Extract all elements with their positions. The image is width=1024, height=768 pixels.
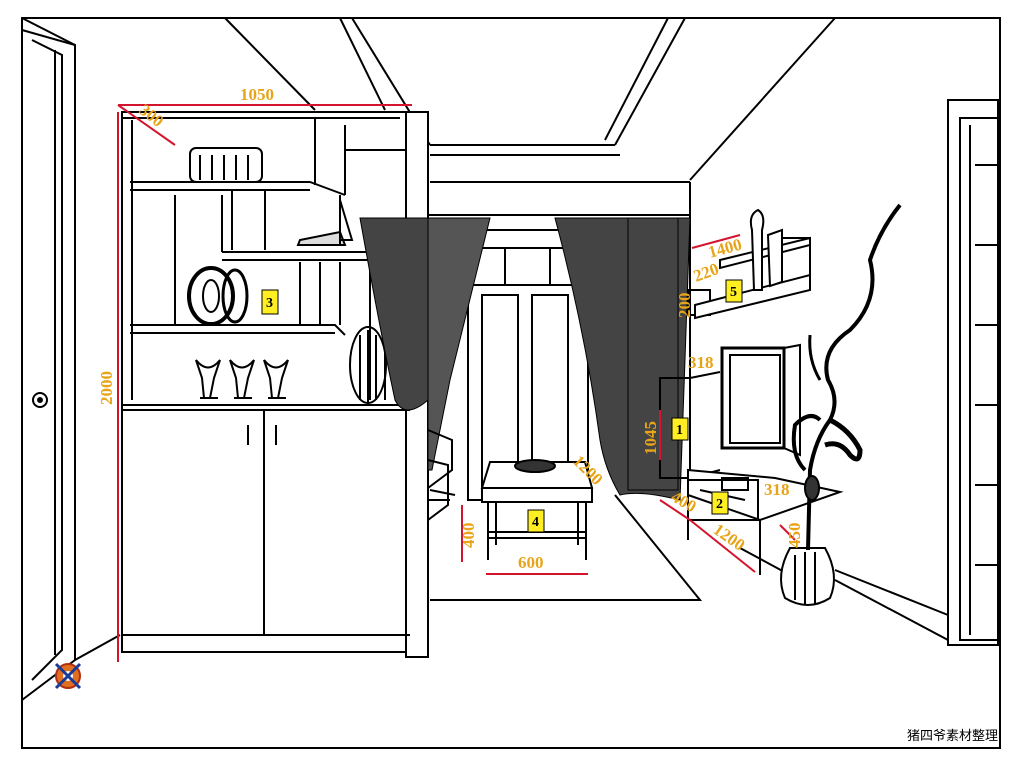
tag-1: 1 [671, 417, 689, 441]
left-curtain [359, 217, 491, 471]
dimension-lines [117, 104, 796, 662]
cabinet-decor [187, 147, 387, 404]
tag-5: 5 [725, 279, 743, 303]
right-door [947, 99, 999, 646]
dim-table-width: 600 [518, 553, 544, 572]
dim-shelf-depth: 220 [691, 259, 721, 286]
display-cabinet [121, 111, 429, 658]
door-knob-icon [32, 392, 48, 408]
svg-text:4: 4 [532, 515, 539, 530]
dim-tv-panel-depth: 318 [688, 353, 714, 372]
right-curtain [554, 217, 691, 501]
dim-tv-cabinet-height: 450 [785, 523, 804, 549]
dim-tv-cabinet-side: 318 [764, 480, 790, 499]
svg-text:1: 1 [676, 423, 683, 438]
tv-wall-unit [659, 208, 844, 576]
watermark-caption: 猪四爷素材整理 [906, 729, 998, 744]
coffee-table [480, 459, 594, 560]
logo-icon [54, 662, 82, 690]
svg-text:2: 2 [716, 497, 723, 512]
decor-vase [780, 203, 902, 606]
svg-text:5: 5 [730, 285, 737, 300]
drawing-frame [21, 17, 1001, 749]
tag-2: 2 [711, 491, 729, 515]
dim-table-height: 400 [459, 523, 478, 549]
left-door [21, 17, 76, 701]
dim-tv-panel-height: 1045 [641, 421, 660, 455]
dim-cabinet-width: 1050 [240, 85, 274, 104]
dim-cabinet-height: 2000 [97, 371, 116, 405]
dim-shelf-height: 200 [675, 293, 694, 319]
floor-lines [74, 489, 949, 661]
sofa [427, 429, 453, 521]
svg-text:3: 3 [266, 296, 273, 311]
tag-4: 4 [527, 509, 545, 533]
tag-3: 3 [261, 289, 279, 315]
